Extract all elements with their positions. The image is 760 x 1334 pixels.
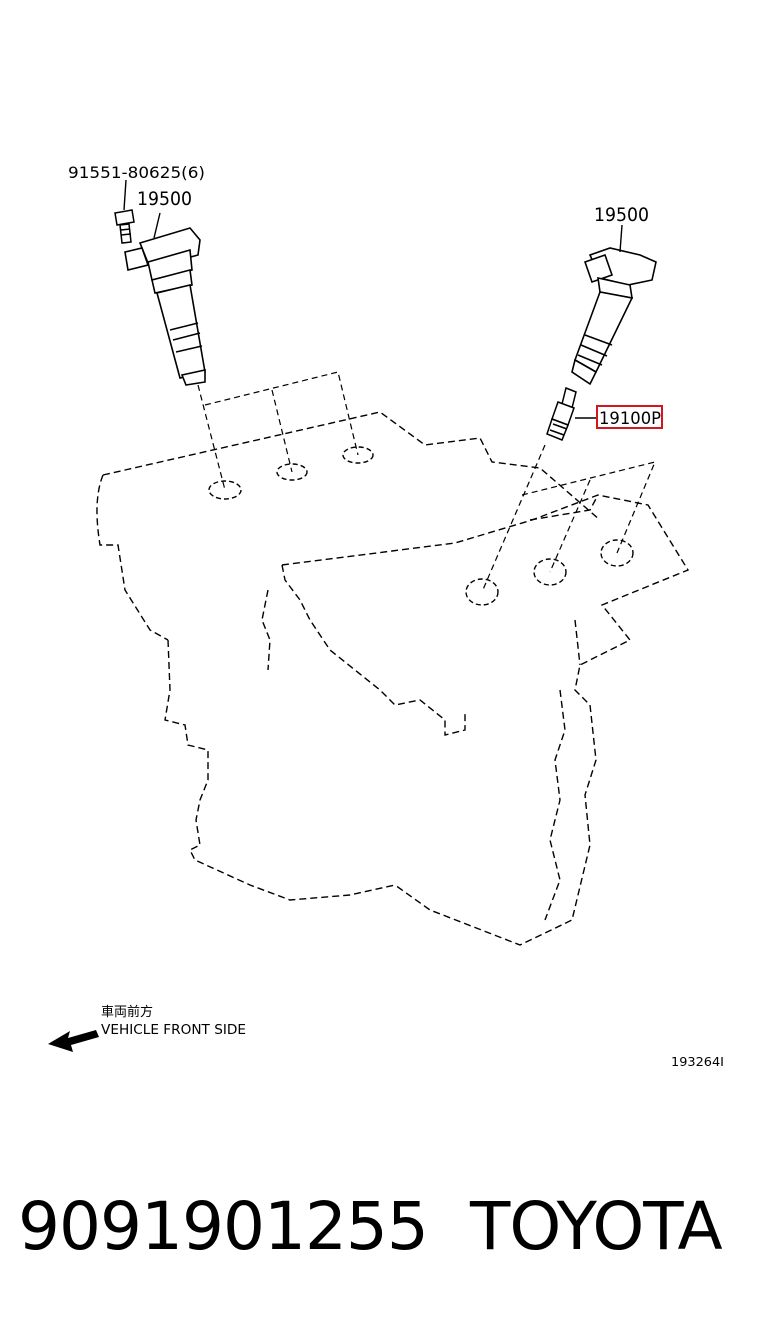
spark-plug-icon bbox=[546, 386, 577, 441]
leader-lines bbox=[197, 371, 657, 593]
part-number: 9091901255 bbox=[18, 1188, 429, 1265]
coil-left-label: 19500 bbox=[137, 188, 192, 210]
bolt-part-label: 91551-80625(6) bbox=[68, 163, 205, 182]
direction-label-en: VEHICLE FRONT SIDE bbox=[101, 1023, 246, 1038]
vehicle-front-indicator: 車両前方 VEHICLE FRONT SIDE bbox=[48, 1004, 246, 1052]
coil-right-label: 19500 bbox=[594, 204, 649, 226]
brand-name: TOYOTA bbox=[470, 1188, 723, 1265]
engine-outline bbox=[96, 411, 690, 946]
ignition-coil-left bbox=[124, 227, 206, 386]
spark-plug-label: 19100P bbox=[599, 409, 661, 429]
figure-id-label: 193264I bbox=[671, 1055, 724, 1069]
direction-label-jp: 車両前方 bbox=[101, 1004, 153, 1020]
bolt-icon bbox=[114, 209, 135, 244]
rear-bank-plug-holes bbox=[208, 446, 374, 500]
ignition-coil-right bbox=[571, 247, 657, 386]
arrow-left-icon bbox=[48, 1030, 99, 1052]
spark-plug-highlight-box bbox=[596, 405, 663, 429]
front-bank-plug-holes bbox=[465, 539, 634, 606]
